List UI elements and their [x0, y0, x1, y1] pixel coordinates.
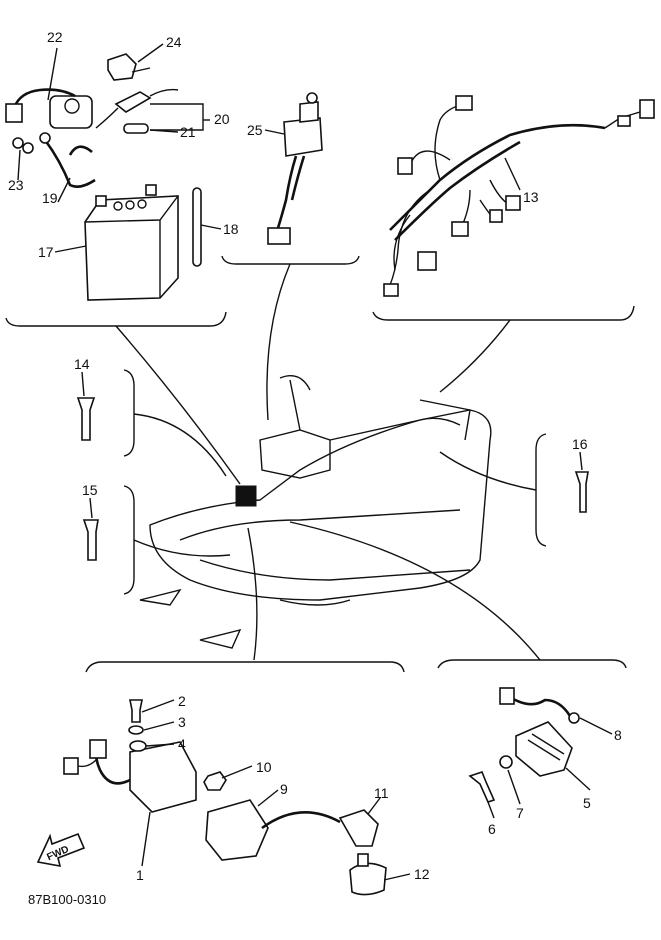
spark-plug-cap-part — [338, 809, 379, 847]
nut-7 — [499, 755, 513, 769]
wire-harness-part — [389, 123, 606, 231]
relay-24-part — [107, 53, 137, 81]
callout-5: 5 — [583, 795, 591, 811]
group-bracket-top-right — [372, 305, 635, 321]
callout-24: 24 — [166, 34, 182, 50]
main-switch-group — [221, 92, 360, 265]
group-connector-lines — [115, 263, 541, 661]
callout-6: 6 — [488, 821, 496, 837]
battery-breather-tube — [192, 187, 202, 267]
main-switch-part — [283, 117, 323, 157]
frame-component — [235, 485, 257, 507]
callout-7: 7 — [516, 805, 524, 821]
battery-part — [84, 184, 179, 301]
callout-19: 19 — [42, 190, 58, 206]
callout-14: 14 — [74, 356, 90, 372]
bolt-2 — [129, 699, 143, 723]
callout-12: 12 — [414, 866, 430, 882]
plug-cover-part — [349, 862, 387, 896]
callout-2: 2 — [178, 693, 186, 709]
regulator-lead — [507, 694, 572, 717]
callout-23: 23 — [8, 177, 24, 193]
group-bracket-bottom-right — [437, 659, 627, 669]
starter-relay-part — [5, 88, 93, 129]
callout-10: 10 — [256, 759, 272, 775]
callout-labels: 22 24 20 21 23 19 17 18 25 13 14 15 16 2… — [8, 29, 622, 883]
bracket-right — [535, 433, 547, 547]
callout-17: 17 — [38, 244, 54, 260]
regulator-group — [437, 659, 627, 819]
group-bracket-top-middle — [221, 255, 360, 265]
callout-1: 1 — [136, 867, 144, 883]
callout-21: 21 — [180, 124, 196, 140]
drawing-code: 87B100-0310 — [28, 892, 106, 907]
fuse-holder-part — [114, 91, 152, 113]
callout-9: 9 — [280, 781, 288, 797]
bracket-left-upper — [123, 369, 135, 457]
side-brackets — [76, 369, 589, 595]
battery-group — [5, 43, 227, 327]
screw-6 — [468, 771, 496, 803]
callout-11: 11 — [374, 785, 389, 801]
grommet-4 — [129, 740, 147, 752]
ignition-coil-part — [205, 799, 269, 861]
ignition-group — [36, 661, 411, 896]
relay-nut — [12, 137, 24, 149]
callout-13: 13 — [523, 189, 539, 205]
screw-14 — [76, 397, 96, 441]
cdi-unit-part — [129, 741, 197, 813]
group-bracket-top-left — [5, 311, 227, 327]
handlebar-switch-area — [259, 429, 331, 479]
callout-3: 3 — [178, 714, 186, 730]
callout-18: 18 — [223, 221, 239, 237]
screw-16 — [574, 471, 589, 513]
callout-22: 22 — [47, 29, 63, 45]
callout-8: 8 — [614, 727, 622, 743]
group-bracket-bottom-left — [85, 661, 405, 673]
snowmobile-frame — [139, 375, 492, 649]
callout-20: 20 — [214, 111, 230, 127]
bracket-left-lower — [123, 485, 135, 595]
nut-10 — [203, 771, 227, 791]
washer-3 — [128, 725, 144, 735]
callout-4: 4 — [178, 736, 186, 752]
callout-15: 15 — [82, 482, 98, 498]
callout-16: 16 — [572, 436, 588, 452]
wire-harness-group — [372, 95, 655, 321]
forward-direction-indicator — [36, 832, 86, 868]
callout-25: 25 — [247, 122, 263, 138]
rectifier-regulator-part — [515, 721, 573, 777]
fuse-part — [123, 123, 149, 134]
battery-lead — [43, 139, 96, 188]
screw-15 — [82, 519, 99, 561]
